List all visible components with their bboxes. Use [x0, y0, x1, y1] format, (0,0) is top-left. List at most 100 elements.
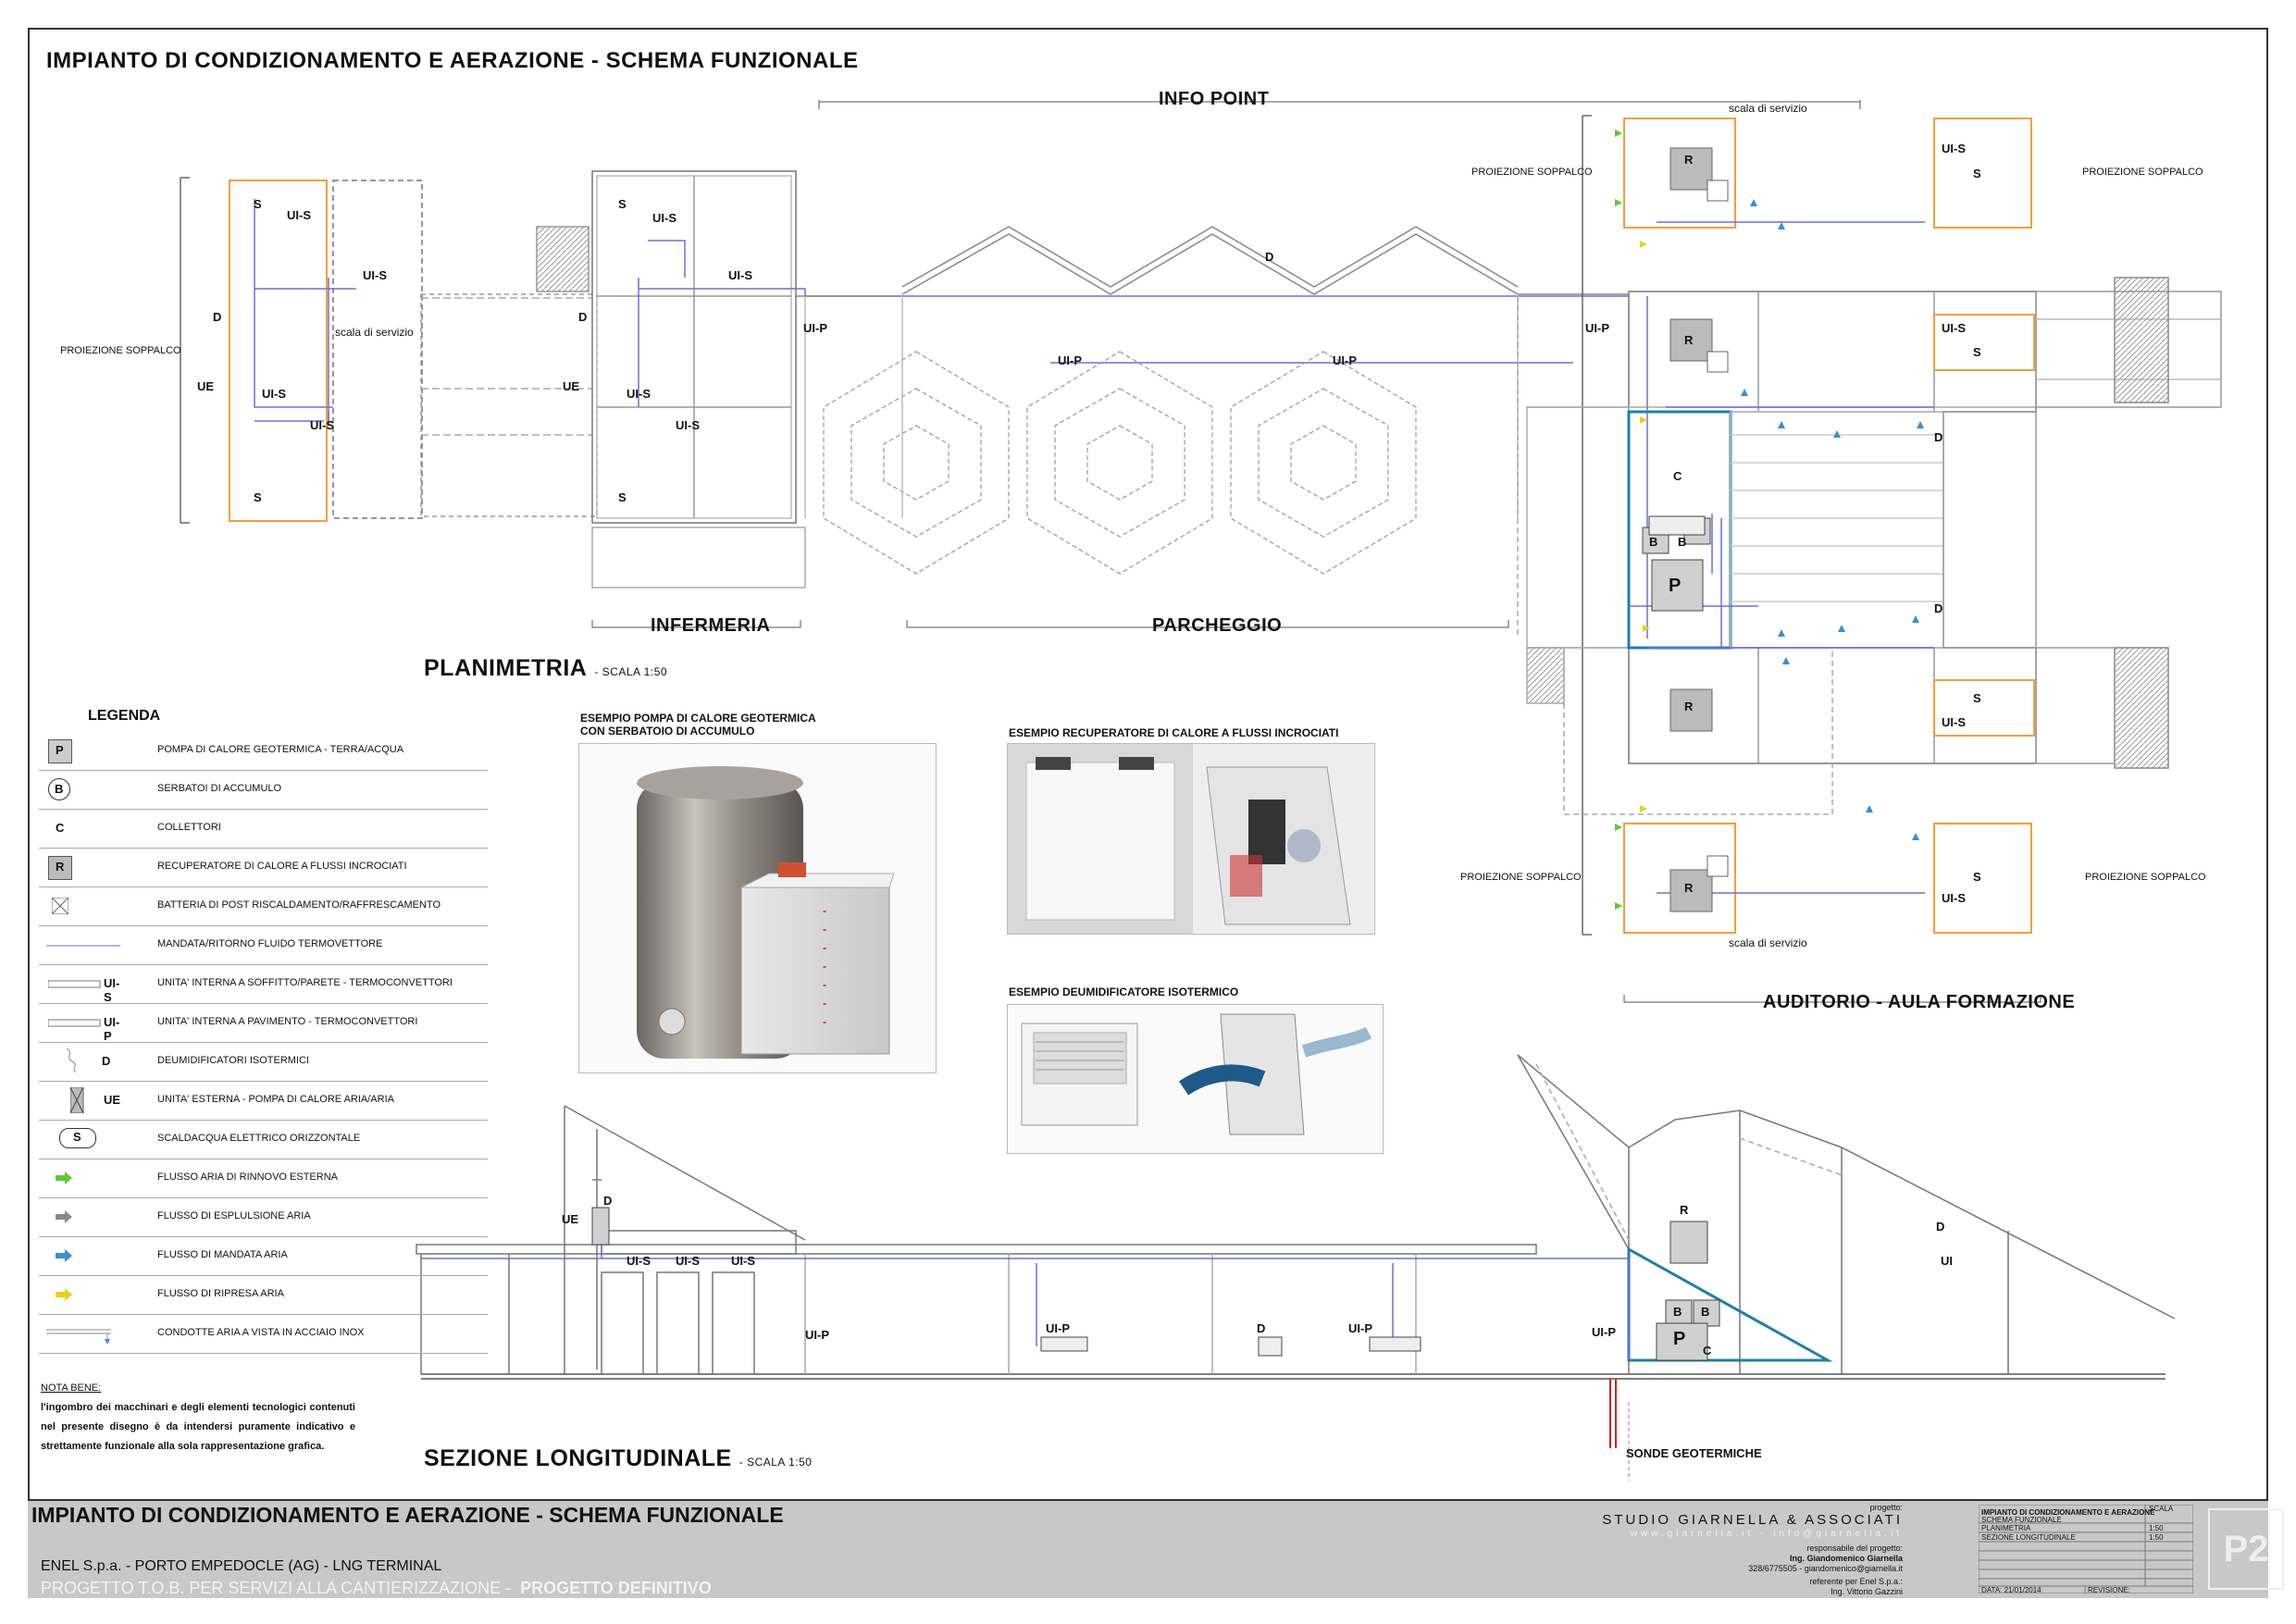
label-r: R: [1684, 881, 1694, 895]
label-d: D: [1265, 250, 1274, 264]
label-ui-s: UI-S: [652, 211, 676, 225]
label-ui-p: UI-P: [805, 1328, 829, 1342]
tb-grid-title: IMPIANTO DI CONDIZIONAMENTO E AERAZIONE: [1981, 1508, 2155, 1517]
label-scala-servizio: scala di servizio: [1729, 102, 1807, 115]
legend-item-label: UNITA' ESTERNA - POMPA DI CALORE ARIA/AR…: [157, 1094, 394, 1105]
legend-item-label: COLLETTORI: [157, 822, 221, 833]
legend-symbol-label: C: [56, 821, 65, 835]
legend-symbol-label: P: [56, 743, 64, 757]
example-geothermal-title: ESEMPIO POMPA DI CALORE GEOTERMICA CON S…: [580, 712, 816, 738]
section-scale: - SCALA 1:50: [738, 1456, 813, 1469]
section-pipework: [421, 1235, 1630, 1360]
label-proiezione: PROIEZIONE SOPPALCO: [2082, 167, 2203, 178]
label-ui-s: UI-S: [1942, 715, 1966, 729]
example-dehumidifier-image: [1007, 1004, 1384, 1154]
label-ui: UI: [1941, 1254, 1953, 1268]
legend-item: FLUSSO DI ESPLULSIONE ARIA: [39, 1197, 488, 1237]
tb-resp-contact: 328/6775505 - giandomenico@giarnella.it: [1748, 1564, 1903, 1573]
duct-icon: [46, 1322, 120, 1345]
tb-resp-label: responsabile del progetto:: [1806, 1543, 1903, 1553]
legend-symbol-label: UI-S: [104, 976, 120, 1004]
legend-item: MANDATA/RITORNO FLUIDO TERMOVETTORE: [39, 925, 488, 965]
legend-item-label: FLUSSO DI RIPRESA ARIA: [157, 1288, 284, 1299]
label-b: B: [1678, 535, 1687, 549]
example-recuperator-title: ESEMPIO RECUPERATORE DI CALORE A FLUSSI …: [1009, 726, 1339, 739]
label-scala-servizio: scala di servizio: [1729, 936, 1807, 949]
recuperator-illustration: [1008, 744, 1374, 934]
tb-ref-name: Ing. Vittorio Gazzini: [1831, 1587, 1903, 1596]
label-ue: UE: [197, 379, 215, 393]
label-ui-s: UI-S: [1942, 142, 1966, 155]
label-s: S: [1973, 167, 1981, 180]
heat-pump-room: [1642, 515, 1711, 612]
label-d: D: [1934, 601, 1943, 615]
label-b: B: [1701, 1305, 1710, 1319]
tb-progetto-label: progetto:: [1869, 1503, 1903, 1512]
plan-scale: - SCALA 1:50: [594, 665, 668, 678]
legend-item-label: BATTERIA DI POST RISCALDAMENTO/RAFFRESCA…: [157, 899, 441, 911]
title-block-project-line: PROGETTO T.O.B. PER SERVIZI ALLA CANTIER…: [41, 1579, 512, 1597]
label-d: D: [603, 1194, 613, 1208]
legend-symbol-label: S: [73, 1130, 81, 1144]
tb-grid-sub: SCHEMA FUNZIONALE: [1981, 1516, 2062, 1524]
plan-title: PLANIMETRIA - SCALA 1:50: [424, 655, 667, 682]
legend-item-label: MANDATA/RITORNO FLUIDO TERMOVETTORE: [157, 938, 383, 949]
nota-title: NOTA BENE:: [41, 1382, 102, 1394]
label-p: P: [1669, 576, 1682, 596]
tb-web: www.giarnella.it - info@giarnella.it: [1630, 1529, 1903, 1539]
legend-item: FLUSSO DI MANDATA ARIA: [39, 1236, 488, 1276]
label-proiezione: PROIEZIONE SOPPALCO: [60, 345, 181, 356]
label-ui-s: UI-S: [731, 1254, 755, 1268]
legend-title: LEGENDA: [88, 708, 161, 724]
fresh-air-arrow-icon: [46, 1167, 120, 1189]
recuperator-units: [1669, 147, 1729, 912]
legend-item: CONDOTTE ARIA A VISTA IN ACCIAIO INOX: [39, 1314, 488, 1354]
label-ui-s: UI-S: [728, 268, 752, 282]
label-ui-p: UI-P: [1333, 353, 1357, 367]
title-block-phase: PROGETTO DEFINITIVO: [520, 1579, 712, 1597]
label-ui-p: UI-P: [1348, 1321, 1372, 1335]
plan-title-text: PLANIMETRIA: [424, 655, 588, 681]
label-ui-s: UI-S: [363, 268, 387, 282]
label-scala-servizio: scala di servizio: [335, 326, 414, 339]
nota-bene: NOTA BENE: l'ingombro dei macchinari e d…: [41, 1379, 355, 1457]
label-ui-s: UI-S: [676, 418, 700, 432]
title-block: IMPIANTO DI CONDIZIONAMENTO E AERAZIONE …: [28, 1499, 2284, 1598]
section-title: SEZIONE LONGITUDINALE- SCALA 1:50: [424, 1445, 812, 1472]
label-s: S: [254, 490, 262, 504]
legend-item: BATTERIA DI POST RISCALDAMENTO/RAFFRESCA…: [39, 886, 488, 926]
dehumidifier-illustration: [1021, 1013, 1372, 1135]
legend-item-label: FLUSSO DI MANDATA ARIA: [157, 1249, 288, 1260]
return-arrows: [1640, 241, 1650, 812]
title-block-client: ENEL S.p.a. - PORTO EMPEDOCLE (AG) - LNG…: [41, 1558, 442, 1574]
zone-parcheggio: PARCHEGGIO: [1152, 615, 1283, 636]
label-ue: UE: [562, 1212, 579, 1226]
pipe-line-icon: [46, 934, 120, 956]
label-ui-s: UI-S: [627, 1254, 651, 1268]
legend-symbol-label: D: [102, 1054, 111, 1068]
tb-ref-label: referente per Enel S.p.a.:: [1809, 1577, 1903, 1586]
example-geothermal-line1: ESEMPIO POMPA DI CALORE GEOTERMICA: [580, 712, 816, 725]
legend-item-label: FLUSSO ARIA DI RINNOVO ESTERNA: [157, 1172, 338, 1183]
label-ui-s: UI-S: [1942, 891, 1966, 905]
label-c: C: [1673, 469, 1682, 483]
section-equipment: [591, 1207, 1720, 1361]
label-p: P: [1673, 1329, 1686, 1349]
legend-item-label: CONDOTTE ARIA A VISTA IN ACCIAIO INOX: [157, 1327, 365, 1338]
legend-item: FLUSSO DI RIPRESA ARIA: [39, 1275, 488, 1315]
legend-item-label: FLUSSO DI ESPLULSIONE ARIA: [157, 1210, 311, 1221]
legend-item-label: RECUPERATORE DI CALORE A FLUSSI INCROCIA…: [157, 861, 407, 872]
label-d: D: [578, 310, 588, 324]
label-ui-p: UI-P: [1592, 1325, 1616, 1339]
exhaust-arrow-icon: [46, 1206, 120, 1228]
tb-grid-planimetria: PLANIMETRIA: [1981, 1524, 2031, 1532]
main-title: IMPIANTO DI CONDIZIONAMENTO E AERAZIONE …: [46, 48, 859, 73]
coil-icon: [46, 895, 120, 917]
ceiling-unit-icon: UI-S: [46, 973, 120, 1004]
label-ui-p: UI-P: [803, 321, 827, 335]
legend-item-label: POMPA DI CALORE GEOTERMICA - TERRA/ACQUA: [157, 744, 404, 755]
pipework-right: [1629, 221, 1934, 894]
